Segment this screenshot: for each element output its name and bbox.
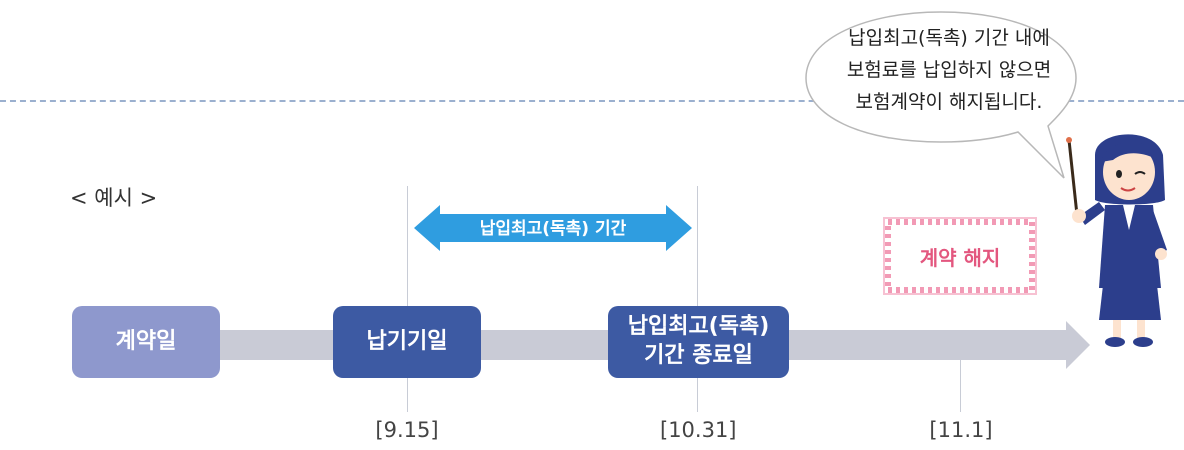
- grace-period-double-arrow-icon: [414, 205, 692, 251]
- contract-date-box: 계약일: [72, 306, 220, 378]
- grace-period-label: 납입최고(독촉) 기간: [479, 219, 627, 239]
- contract-date-label: 계약일: [115, 328, 177, 354]
- termination-date-value: [11.1]: [929, 418, 993, 442]
- due-date-guide-line: [407, 186, 408, 412]
- due-date-label: 납기기일: [366, 328, 448, 354]
- example-label: < 예시 >: [70, 186, 158, 210]
- grace-end-date-value: [10.31]: [660, 418, 737, 442]
- teacher-with-pointer-icon: [1066, 134, 1167, 347]
- grace-end-box: 납입최고(독촉) 기간 종료일: [608, 306, 789, 378]
- termination-label: 계약 해지: [919, 246, 1001, 270]
- termination-stamp-frame-icon: [883, 217, 1037, 295]
- speech-bubble-line-2: 보험료를 납입하지 않으면: [846, 59, 1052, 81]
- speech-bubble-line-1: 납입최고(독촉) 기간 내에: [848, 27, 1050, 49]
- due-date-value: [9.15]: [375, 418, 439, 442]
- termination-guide-line: [960, 360, 961, 412]
- dashed-divider: [0, 100, 1184, 102]
- speech-bubble-icon: [805, 11, 1077, 179]
- timeline-arrowhead-icon: [1066, 321, 1090, 369]
- speech-bubble-line-3: 보험계약이 해지됩니다.: [855, 91, 1043, 113]
- grace-end-guide-line: [697, 186, 698, 412]
- speech-bubble-text: 납입최고(독촉) 기간 내에 보험료를 납입하지 않으면 보험계약이 해지됩니다…: [818, 22, 1080, 118]
- due-date-box: 납기기일: [333, 306, 481, 378]
- grace-end-label-line2: 기간 종료일: [644, 343, 753, 368]
- grace-end-label-line1: 납입최고(독촉): [627, 314, 770, 340]
